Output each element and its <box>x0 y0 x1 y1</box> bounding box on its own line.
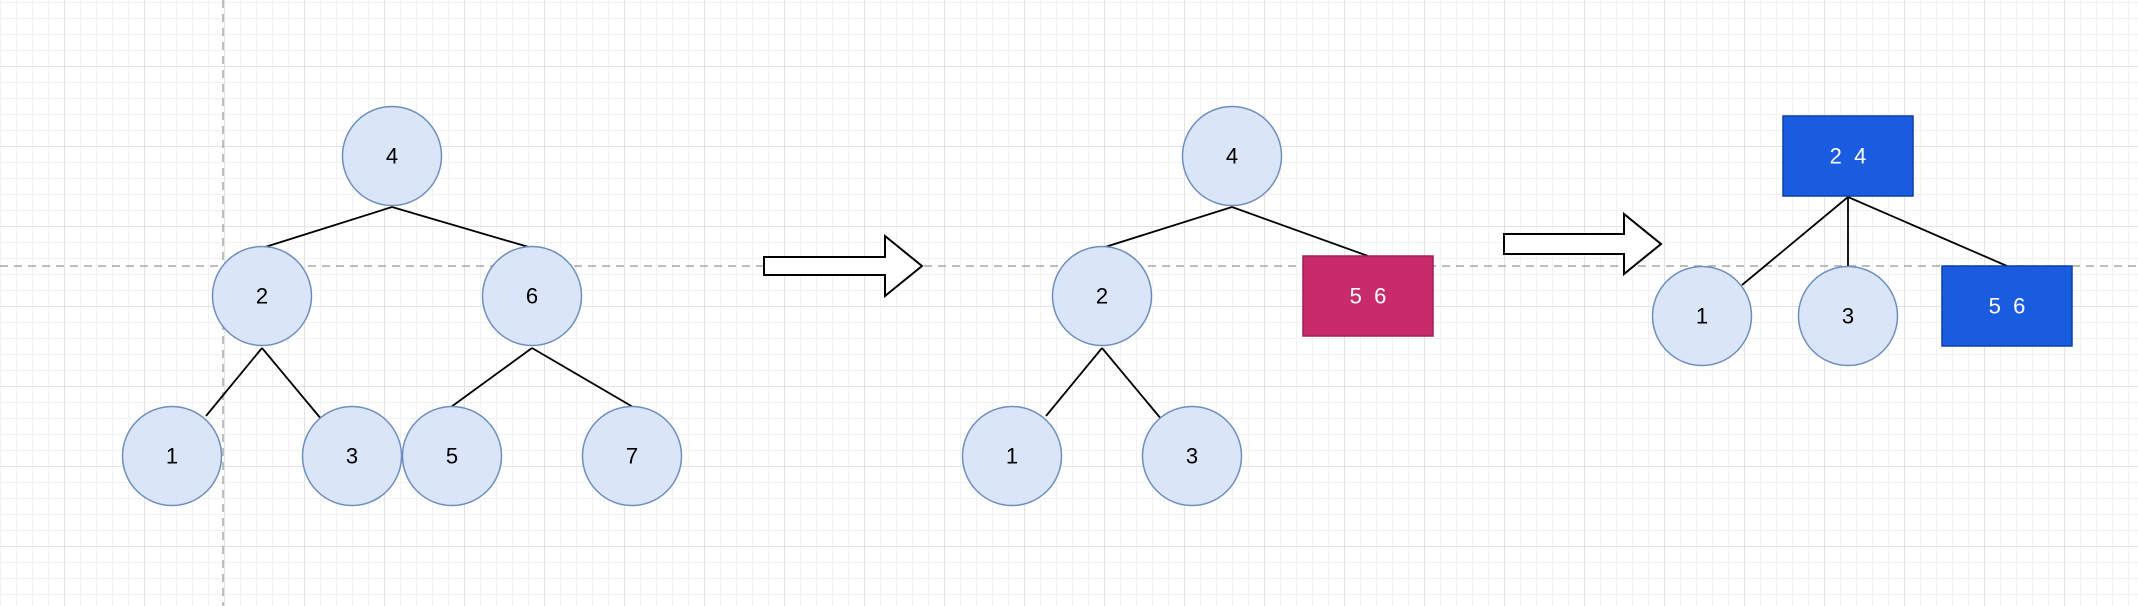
node-circle <box>481 245 583 347</box>
edge-2-3 <box>261 347 323 421</box>
tree-1-edges <box>205 206 634 421</box>
edge-4-2 <box>261 206 393 249</box>
edge-6-7 <box>531 347 634 408</box>
node-circle <box>301 405 403 507</box>
edge-2-3 <box>1101 347 1163 421</box>
node-label: 3 <box>346 444 358 469</box>
node-circle <box>581 405 683 507</box>
tree-1-node-4[interactable]: 4 <box>341 105 443 207</box>
node-box <box>1782 115 1914 197</box>
node-circle <box>121 405 223 507</box>
node-circle <box>1051 245 1153 347</box>
node-circle <box>1181 105 1283 207</box>
tree-2-node-56[interactable]: 5 6 <box>1302 255 1434 337</box>
tree-1-node-2[interactable]: 2 <box>211 245 313 347</box>
tree-1-node-5[interactable]: 5 <box>401 405 503 507</box>
edge-4-6 <box>391 206 533 249</box>
node-circle <box>1797 265 1899 367</box>
node-circle <box>1141 405 1243 507</box>
node-label: 6 <box>526 284 538 309</box>
transition-arrow-2 <box>1503 211 1663 277</box>
tree-3-node-1[interactable]: 1 <box>1651 265 1753 367</box>
node-label: 1 <box>1006 444 1018 469</box>
edge-4-56 <box>1231 206 1369 257</box>
node-label: 5 <box>446 444 458 469</box>
tree-1-node-1[interactable]: 1 <box>121 405 223 507</box>
node-label: 4 <box>386 144 398 169</box>
node-box <box>1941 265 2073 347</box>
tree-2-node-4[interactable]: 4 <box>1181 105 1283 207</box>
node-label: 4 <box>1226 144 1238 169</box>
node-circle <box>961 405 1063 507</box>
tree-1-node-3[interactable]: 3 <box>301 405 403 507</box>
edge-24-56 <box>1847 196 2008 267</box>
tree-2-node-3[interactable]: 3 <box>1141 405 1243 507</box>
node-circle <box>341 105 443 207</box>
node-circle <box>1651 265 1753 367</box>
tree-3-node-3[interactable]: 3 <box>1797 265 1899 367</box>
tree-1-node-7[interactable]: 7 <box>581 405 683 507</box>
edge-4-2 <box>1101 206 1233 249</box>
node-circle <box>211 245 313 347</box>
node-label: 1 <box>166 444 178 469</box>
node-label: 3 <box>1186 444 1198 469</box>
node-label: 2 <box>1096 284 1108 309</box>
edge-24-1 <box>1741 196 1849 286</box>
node-label: 2 4 <box>1830 144 1867 169</box>
node-box <box>1302 255 1434 337</box>
node-label: 3 <box>1842 304 1854 329</box>
edge-2-1 <box>205 347 263 417</box>
node-label: 2 <box>256 284 268 309</box>
edge-2-1 <box>1045 347 1103 417</box>
edge-6-5 <box>450 347 533 408</box>
node-circle <box>401 405 503 507</box>
node-label: 1 <box>1696 304 1708 329</box>
tree-3-edges <box>1741 196 2008 286</box>
tree-1-node-6[interactable]: 6 <box>481 245 583 347</box>
node-label: 5 6 <box>1989 294 2026 319</box>
node-label: 5 6 <box>1350 284 1387 309</box>
node-label: 7 <box>626 444 638 469</box>
tree-3-node-56[interactable]: 5 6 <box>1941 265 2073 347</box>
tree-2-node-2[interactable]: 2 <box>1051 245 1153 347</box>
tree-2-node-1[interactable]: 1 <box>961 405 1063 507</box>
transition-arrow-1 <box>763 233 924 299</box>
tree-3-node-24[interactable]: 2 4 <box>1782 115 1914 197</box>
tree-2-edges <box>1045 206 1369 421</box>
